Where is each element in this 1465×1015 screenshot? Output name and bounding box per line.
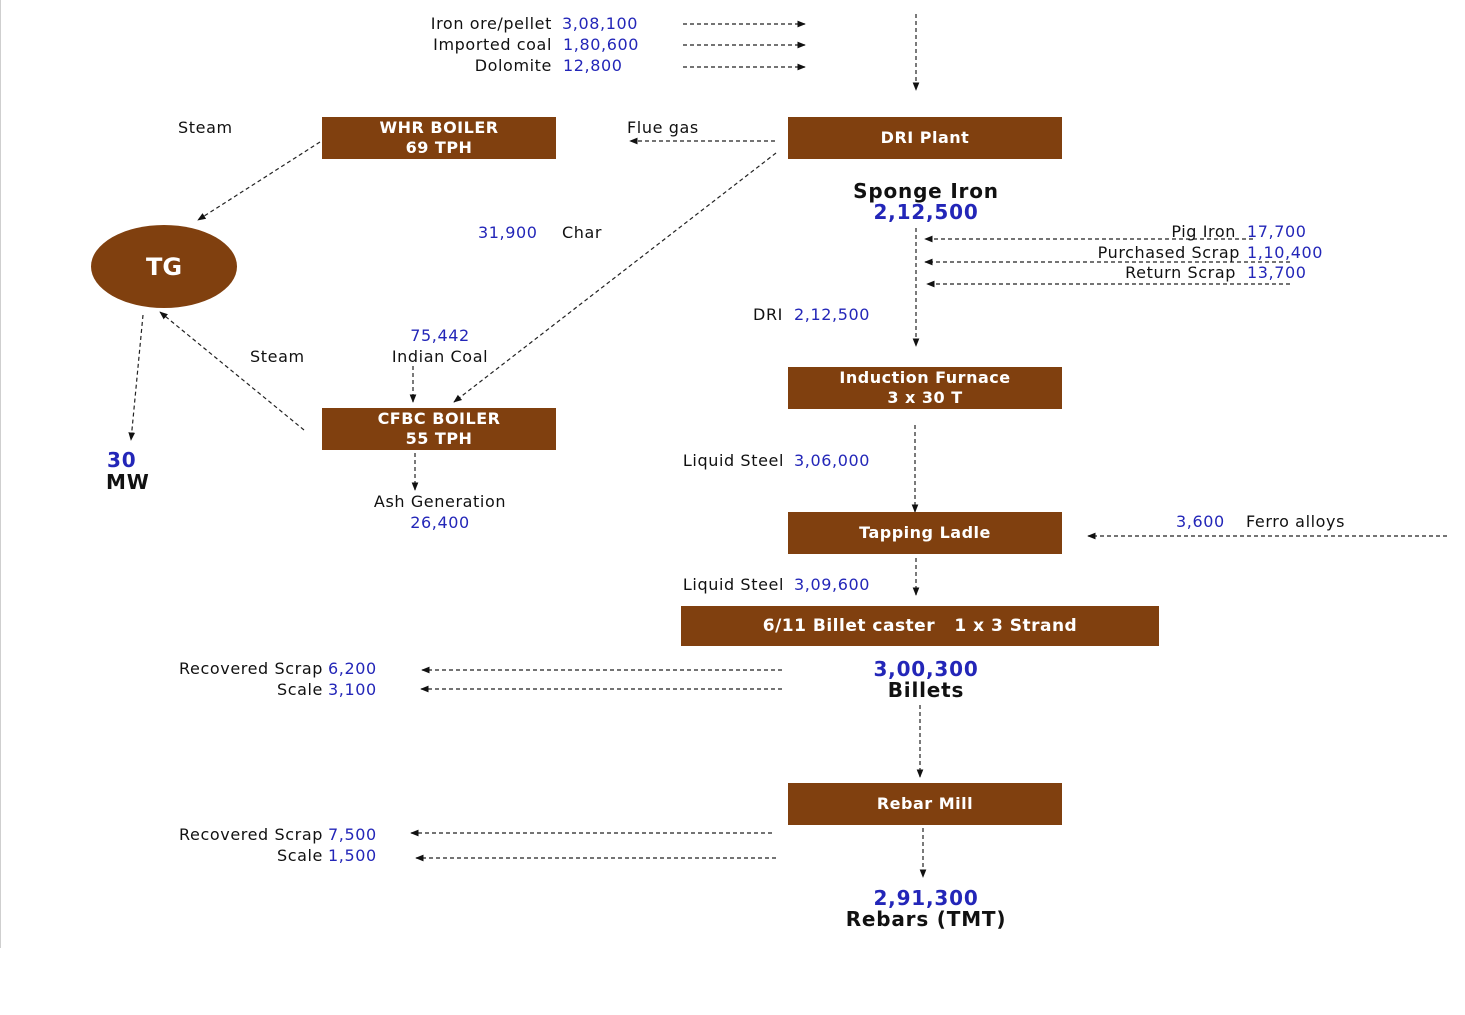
power-value: 30 [107, 448, 137, 472]
recovered-scrap-value-1: 6,200 [328, 659, 377, 678]
pig-iron-value: 17,700 [1247, 222, 1307, 241]
liquid-steel-label-2: Liquid Steel [682, 575, 784, 594]
induction-furnace-box: Induction Furnace 3 x 30 T [788, 367, 1062, 409]
induction-furnace-title: Induction Furnace [839, 368, 1011, 387]
char-label: Char [562, 223, 603, 242]
flue-gas-label: Flue gas [627, 118, 699, 137]
arrow-char-to-cfbc [453, 152, 777, 403]
liquid-steel-label-1: Liquid Steel [682, 451, 784, 470]
sponge-iron-label: Sponge Iron [853, 179, 999, 203]
rebar-mill-box: Rebar Mill [788, 783, 1062, 825]
scale-value-2: 1,500 [328, 846, 377, 865]
dri-plant-title: DRI Plant [880, 128, 970, 147]
scale-label-2: Scale [276, 846, 323, 865]
liquid-steel-value-2: 3,09,600 [794, 575, 871, 594]
whr-boiler-capacity: 69 TPH [405, 138, 473, 157]
cfbc-boiler-box: CFBC BOILER 55 TPH [322, 408, 556, 450]
tg-label: TG [145, 252, 183, 281]
arrow-cfbc-steam [159, 311, 305, 431]
cfbc-boiler-title: CFBC BOILER [377, 409, 501, 428]
rebars-value: 2,91,300 [873, 886, 979, 910]
dri-label: DRI [753, 305, 783, 324]
billet-caster-title: 6/11 Billet caster 1 x 3 Strand [762, 616, 1078, 636]
purchased-scrap-label: Purchased Scrap [1097, 243, 1240, 262]
ash-generation-value: 26,400 [410, 513, 470, 532]
power-unit: MW [106, 470, 150, 494]
pig-iron-label: Pig Iron [1171, 222, 1236, 241]
whr-boiler-box: WHR BOILER 69 TPH [322, 117, 556, 159]
ash-generation-label: Ash Generation [373, 492, 507, 511]
recovered-scrap-value-2: 7,500 [328, 825, 377, 844]
imported-coal-value: 1,80,600 [563, 35, 640, 54]
dolomite-value: 12,800 [563, 56, 623, 75]
scale-label-1: Scale [276, 680, 323, 699]
dri-plant-box: DRI Plant [788, 117, 1062, 159]
dri-value: 2,12,500 [794, 305, 871, 324]
dolomite-label: Dolomite [474, 56, 552, 75]
billets-label: Billets [887, 678, 965, 702]
induction-furnace-capacity: 3 x 30 T [887, 388, 963, 407]
iron-ore-value: 3,08,100 [562, 14, 639, 33]
billet-caster-box: 6/11 Billet caster 1 x 3 Strand [681, 606, 1159, 646]
rebars-label: Rebars (TMT) [845, 907, 1007, 931]
recovered-scrap-label-2: Recovered Scrap [179, 825, 323, 844]
iron-ore-label: Iron ore/pellet [430, 14, 552, 33]
cfbc-boiler-capacity: 55 TPH [405, 429, 473, 448]
arrow-tg-power [128, 314, 144, 441]
ferro-alloys-value: 3,600 [1176, 512, 1225, 531]
char-value: 31,900 [478, 223, 538, 242]
sponge-iron-value: 2,12,500 [873, 200, 979, 224]
liquid-steel-value-1: 3,06,000 [794, 451, 871, 470]
whr-boiler-title: WHR BOILER [379, 118, 499, 137]
ferro-alloys-label: Ferro alloys [1246, 512, 1346, 531]
tapping-ladle-box: Tapping Ladle [788, 512, 1062, 554]
billets-value: 3,00,300 [873, 657, 979, 681]
tapping-ladle-title: Tapping Ladle [859, 523, 991, 542]
return-scrap-value: 13,700 [1247, 263, 1307, 282]
tg-circle: TG [91, 225, 237, 308]
steam-label-bottom: Steam [250, 347, 305, 366]
steam-label-top: Steam [178, 118, 233, 137]
imported-coal-label: Imported coal [433, 35, 552, 54]
indian-coal-value: 75,442 [410, 326, 470, 345]
arrow-whr-steam [197, 141, 321, 221]
purchased-scrap-value: 1,10,400 [1247, 243, 1324, 262]
indian-coal-label: Indian Coal [391, 347, 489, 366]
rebar-mill-title: Rebar Mill [876, 794, 974, 813]
recovered-scrap-label-1: Recovered Scrap [179, 659, 323, 678]
return-scrap-label: Return Scrap [1125, 263, 1236, 282]
page-border-line [0, 0, 1, 948]
scale-value-1: 3,100 [328, 680, 377, 699]
